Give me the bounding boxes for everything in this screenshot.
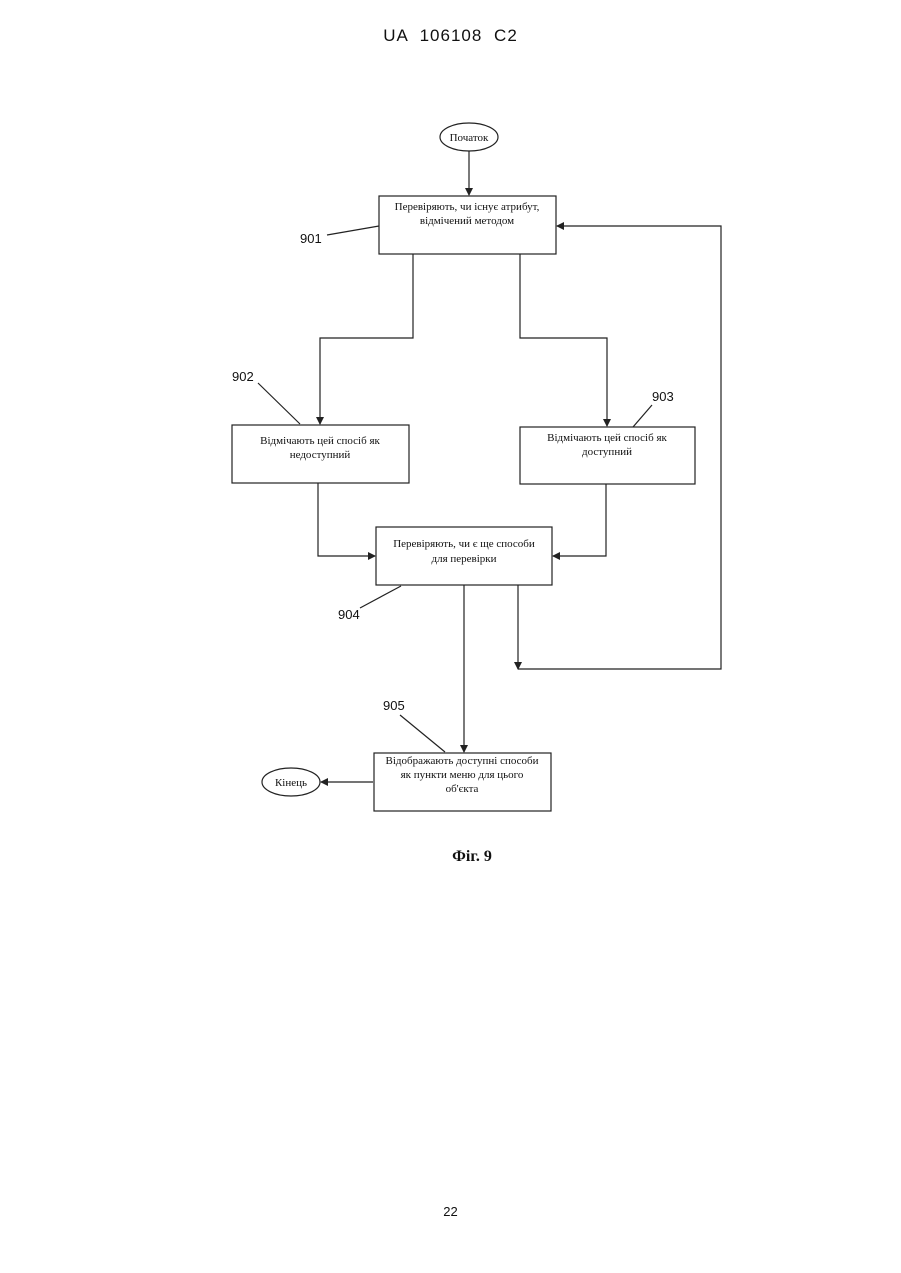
- step-901-line2: відмічений методом: [420, 215, 514, 227]
- page-number: 22: [0, 1204, 901, 1219]
- arrow-901-903: [520, 254, 607, 426]
- ref-904: 904: [338, 586, 401, 622]
- arrow-901-902: [320, 254, 413, 424]
- step-903: Відмічають цей спосіб як доступний: [520, 427, 695, 484]
- end-label: Кінець: [275, 777, 307, 789]
- figure-caption: Фіг. 9: [452, 848, 492, 865]
- step-904: Перевіряють, чи є ще способи для перевір…: [376, 527, 552, 585]
- step-901: Перевіряють, чи існує атрибут, відмічени…: [379, 196, 556, 254]
- step-905-line3: об'єкта: [446, 783, 479, 795]
- ref-903: 903: [633, 389, 674, 427]
- step-904-line2: для перевірки: [431, 553, 496, 565]
- step-905-line2: як пункти меню для цього: [401, 769, 524, 781]
- step-905: Відображають доступні способи як пункти …: [374, 753, 551, 811]
- start-node: Початок: [440, 123, 498, 151]
- arrow-902-904: [318, 483, 375, 556]
- arrow-903-904: [553, 484, 606, 556]
- step-904-line1: Перевіряють, чи є ще способи: [393, 538, 535, 550]
- step-902: Відмічають цей спосіб як недоступний: [232, 425, 409, 483]
- step-902-line2: недоступний: [290, 449, 351, 461]
- ref-901-label: 901: [300, 231, 322, 246]
- step-903-line1: Відмічають цей спосіб як: [547, 432, 667, 444]
- step-901-line1: Перевіряють, чи існує атрибут,: [395, 201, 540, 213]
- ref-905: 905: [383, 698, 445, 752]
- step-905-line1: Відображають доступні способи: [385, 755, 538, 767]
- ref-905-label: 905: [383, 698, 405, 713]
- ref-902-label: 902: [232, 369, 254, 384]
- ref-902: 902: [232, 369, 300, 424]
- ref-901: 901: [300, 226, 379, 246]
- start-label: Початок: [450, 132, 489, 144]
- ref-904-label: 904: [338, 607, 360, 622]
- end-node: Кінець: [262, 768, 320, 796]
- step-903-line2: доступний: [582, 446, 632, 458]
- step-902-line1: Відмічають цей спосіб як: [260, 435, 380, 447]
- ref-903-label: 903: [652, 389, 674, 404]
